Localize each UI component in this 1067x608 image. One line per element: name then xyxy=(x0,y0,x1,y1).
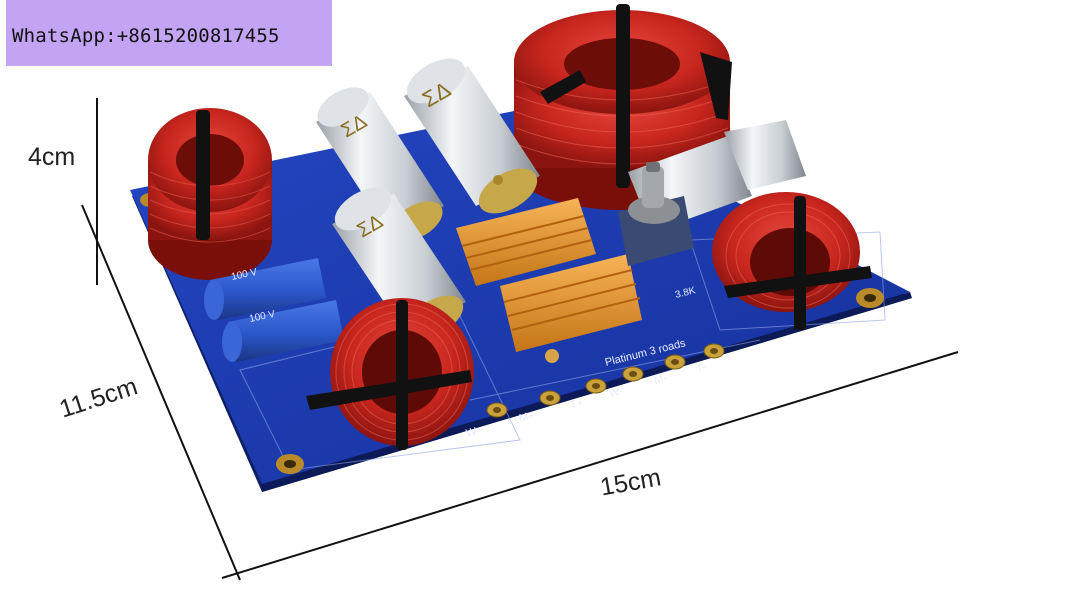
terminal-pads xyxy=(486,343,725,418)
terminal-label-w-plus: W+ xyxy=(465,424,484,440)
capacitor-rating: 100 V xyxy=(230,267,258,283)
inductor-coil xyxy=(306,298,474,450)
terminal-label-m-minus: M- xyxy=(653,372,669,387)
resistor-value-label: 3.8K xyxy=(674,285,697,301)
terminal-label-m-plus: M+ xyxy=(518,409,536,424)
contact-banner: WhatsApp:+8615200817455 xyxy=(6,0,332,66)
whatsapp-contact-text: WhatsApp:+8615200817455 xyxy=(12,25,280,47)
inductor-coil xyxy=(148,108,272,280)
dimension-lines xyxy=(81,98,959,581)
height-dimension-label: 4cm xyxy=(28,143,76,171)
capacitor-rating: 100 V xyxy=(248,309,276,325)
terminal-label-t-plus: T+ xyxy=(569,397,585,412)
inductor-coil xyxy=(712,192,872,330)
power-resistor xyxy=(456,198,596,286)
terminal-label-w-minus: W- xyxy=(608,385,625,400)
rotary-switch xyxy=(618,162,694,266)
film-capacitor: ΣΔ xyxy=(404,58,540,214)
electrolytic-capacitor: 100 V xyxy=(222,300,344,362)
film-capacitor: ΣΔ xyxy=(316,87,444,241)
electrolytic-capacitor: 100 V xyxy=(204,258,326,320)
terminal-label-t-minus: T- xyxy=(695,361,708,375)
power-resistor xyxy=(500,254,642,363)
